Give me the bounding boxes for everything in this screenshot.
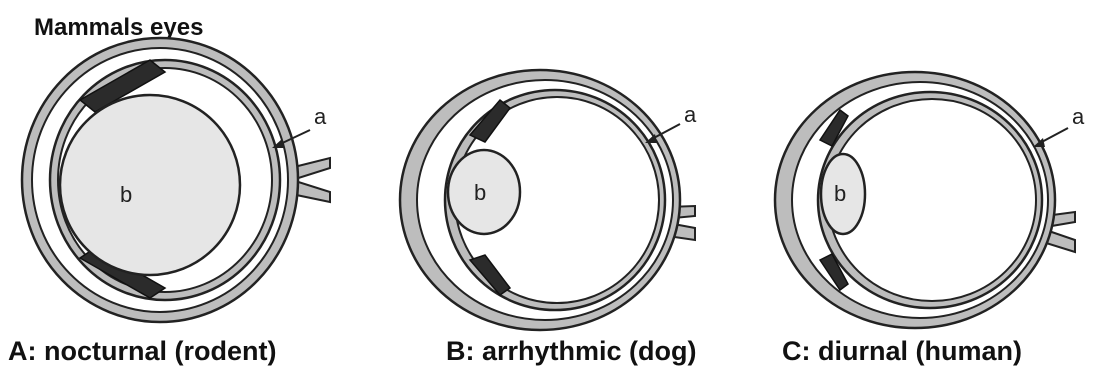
caption-rodent: A: nocturnal (rodent) xyxy=(8,336,276,367)
caption-human: C: diurnal (human) xyxy=(782,336,1022,367)
caption-dog: B: arrhythmic (dog) xyxy=(446,336,697,367)
retina-label-c: a xyxy=(1072,104,1085,129)
lens-label-c: b xyxy=(834,181,846,206)
